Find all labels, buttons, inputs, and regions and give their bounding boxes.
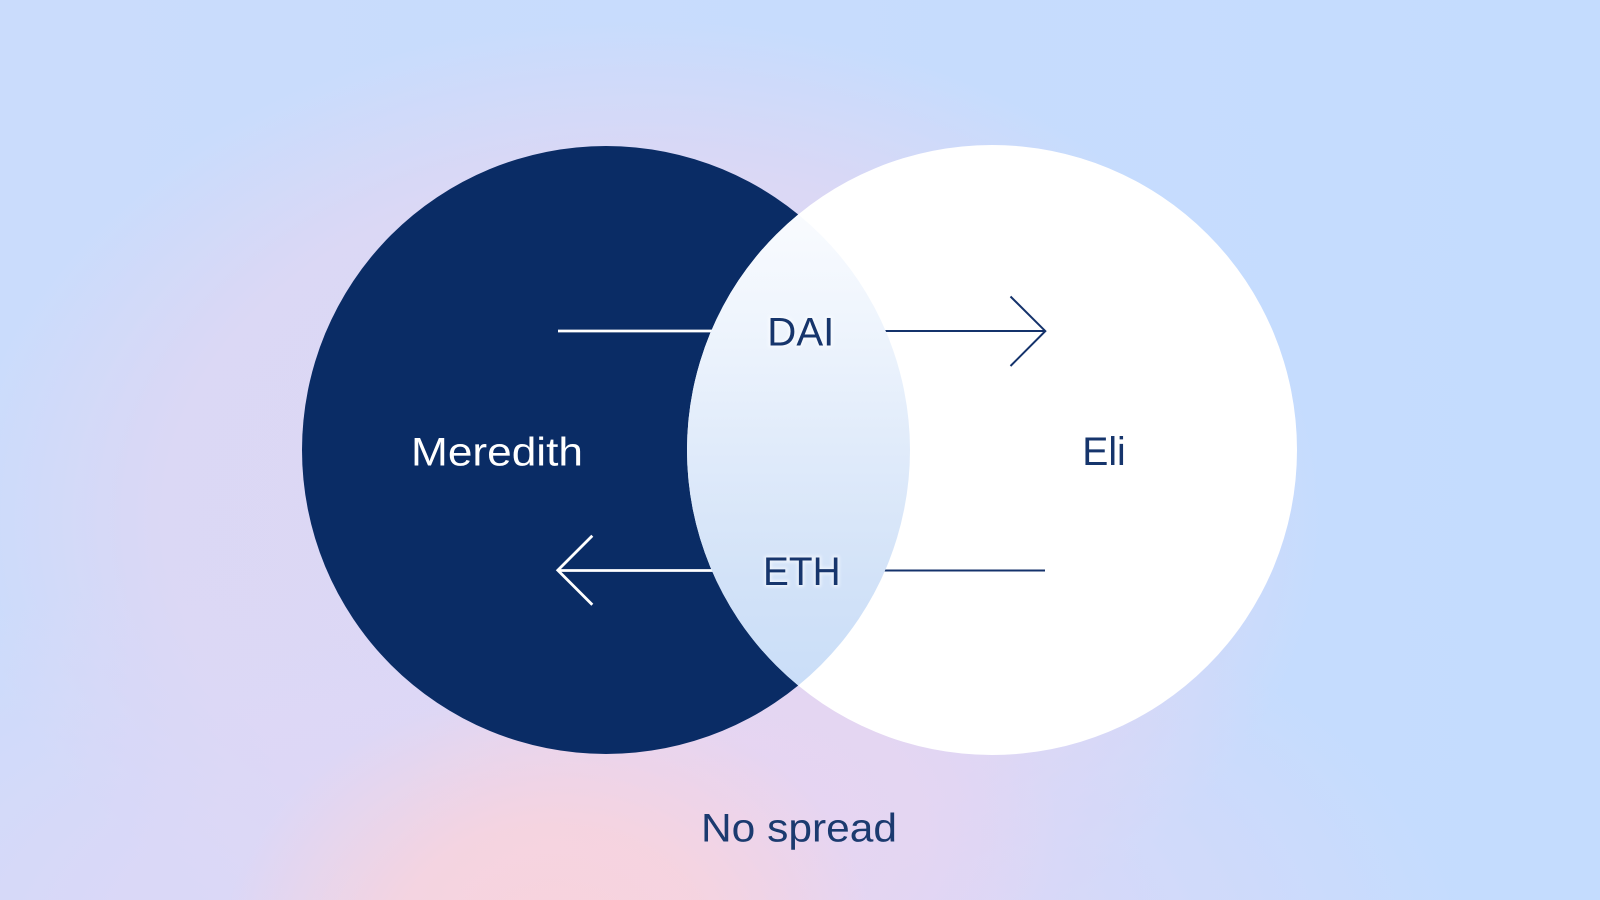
svg-text:DAI: DAI — [767, 310, 834, 354]
svg-text:ETH: ETH — [763, 550, 841, 594]
svg-text:DAI: DAI — [767, 310, 834, 354]
svg-text:ETH: ETH — [763, 550, 841, 594]
svg-text:No spread: No spread — [701, 806, 897, 850]
svg-text:Eli: Eli — [1082, 430, 1126, 474]
svg-text:Meredith: Meredith — [411, 431, 583, 475]
